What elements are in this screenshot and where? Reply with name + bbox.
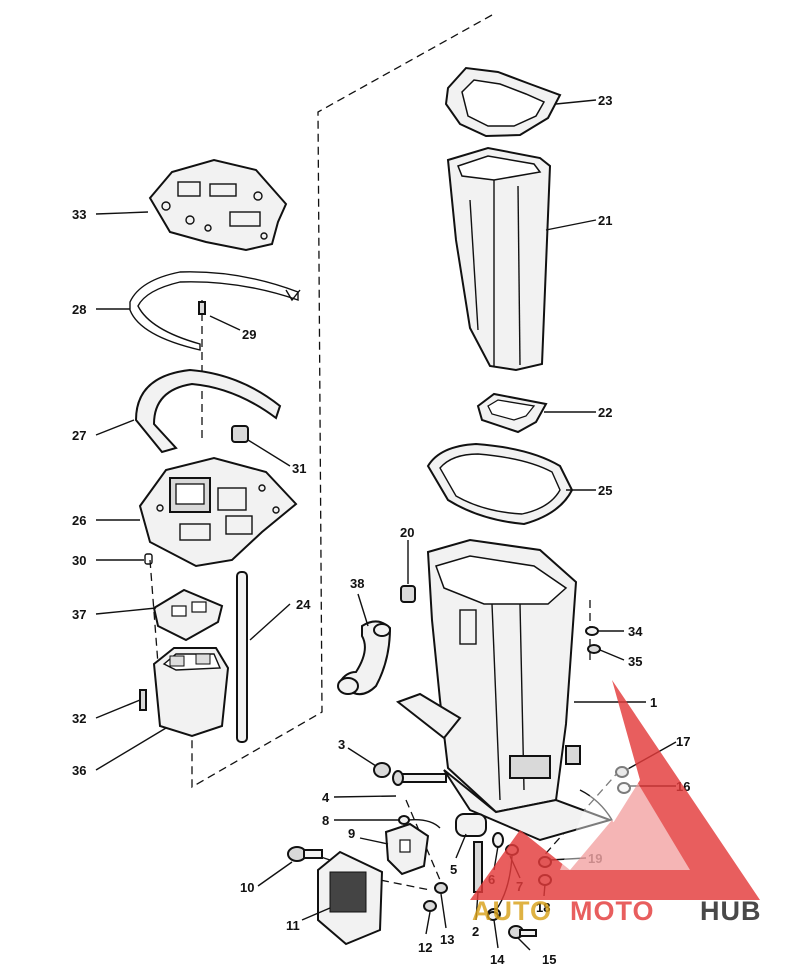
part-31-bushing [231, 425, 249, 443]
callout-14: 14 [490, 952, 505, 967]
part-23-seal [444, 66, 562, 138]
callout-22: 22 [598, 405, 612, 420]
part-5-anode [455, 813, 487, 837]
part-38-elbow-hose [337, 620, 392, 696]
part-24-rod [236, 571, 248, 743]
watermark-word-auto: AUTO [472, 896, 552, 926]
callout-3: 3 [338, 737, 345, 752]
part-13-nut [434, 882, 448, 894]
part-30-pin [144, 553, 153, 565]
callout-13: 13 [440, 932, 454, 947]
part-10-screw [287, 846, 323, 862]
part-17-nut [615, 766, 629, 778]
part-32-bolt [139, 689, 147, 711]
callout-5: 5 [450, 862, 457, 877]
callout-20: 20 [400, 525, 414, 540]
watermark-word-hub: HUB [700, 896, 762, 926]
part-34-washer [585, 626, 599, 636]
part-37-plate [152, 588, 224, 642]
callout-36: 36 [72, 763, 86, 778]
callout-29: 29 [242, 327, 256, 342]
callout-12: 12 [418, 940, 432, 955]
callout-32: 32 [72, 711, 86, 726]
callout-26: 26 [72, 513, 86, 528]
part-28-seal-ring [129, 271, 301, 351]
part-35-nut [587, 644, 601, 654]
part-16-washer [617, 782, 631, 794]
part-21-exhaust-tube [446, 146, 552, 372]
part-29-screw [198, 301, 206, 315]
part-1-driveshaft-housing [395, 538, 614, 842]
part-22-seal-block [476, 392, 548, 434]
part-15-bolt [508, 925, 537, 939]
callout-2: 2 [472, 924, 479, 939]
callout-34: 34 [628, 624, 643, 639]
watermark-word-moto: MOTO [570, 896, 655, 926]
part-27-u-seal [134, 368, 282, 454]
watermark-logo-inner-icon [560, 740, 690, 870]
callout-4: 4 [322, 790, 330, 805]
part-11-cover [317, 850, 384, 946]
watermark-logo-triangle-icon [470, 680, 760, 900]
part-26-adapter-plate [138, 456, 298, 568]
part-4-bolt [392, 770, 447, 786]
part-20-plug [400, 585, 416, 603]
callout-8: 8 [322, 813, 329, 828]
callout-31: 31 [292, 461, 306, 476]
callout-37: 37 [72, 607, 86, 622]
callout-30: 30 [72, 553, 86, 568]
part-12-screw [423, 900, 437, 912]
callout-25: 25 [598, 483, 612, 498]
callout-27: 27 [72, 428, 86, 443]
part-14-washer [487, 911, 499, 921]
callout-35: 35 [628, 654, 642, 669]
callout-10: 10 [240, 880, 254, 895]
part-36-manifold [152, 647, 230, 738]
automotohub-watermark: AUTO MOTO HUB [470, 680, 762, 926]
part-33-gasket [148, 158, 288, 252]
callout-17: 17 [676, 734, 690, 749]
part-2-stud [473, 841, 483, 893]
callout-9: 9 [348, 826, 355, 841]
callout-11: 11 [286, 918, 300, 933]
callout-1: 1 [650, 695, 657, 710]
callout-21: 21 [598, 213, 612, 228]
callout-28: 28 [72, 302, 86, 317]
callout-24: 24 [296, 597, 311, 612]
callout-33: 33 [72, 207, 86, 222]
callout-38: 38 [350, 576, 364, 591]
callout-15: 15 [542, 952, 556, 967]
callout-23: 23 [598, 93, 612, 108]
part-6-washer [492, 832, 504, 848]
part-3-nut [373, 762, 391, 778]
part-9-bracket [384, 822, 430, 876]
part-25-gasket [426, 442, 574, 526]
callout-18: 18 [536, 900, 550, 915]
